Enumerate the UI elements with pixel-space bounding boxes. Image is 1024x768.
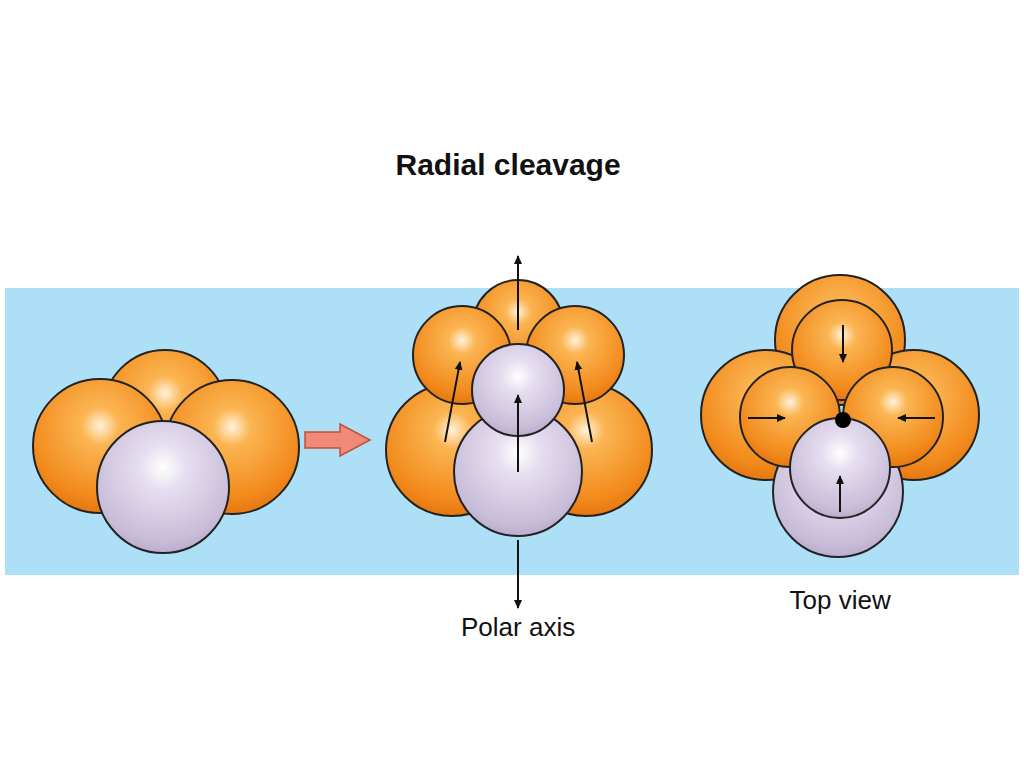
blastomere (790, 418, 890, 518)
blastomere (97, 421, 229, 553)
division-arrow (577, 362, 592, 442)
transition-arrow (305, 424, 370, 456)
four-cell-embryo (33, 350, 299, 553)
diagram-title: Radial cleavage (396, 148, 621, 182)
axis-arrows (445, 256, 592, 608)
inward-arrow (898, 417, 935, 419)
polar-axis-dot (835, 412, 851, 428)
inward-arrow (748, 417, 785, 419)
inward-arrow (839, 476, 841, 512)
division-arrow (517, 395, 519, 472)
division-arrow (445, 362, 460, 442)
polar-axis-arrow (517, 256, 519, 330)
figure-label: Top view (790, 585, 891, 616)
top-view-embryo (701, 275, 979, 557)
polar-axis-arrow (517, 540, 519, 608)
inward-arrow (842, 325, 844, 362)
top-view-arrows (748, 325, 935, 512)
figure-label: Polar axis (461, 612, 575, 643)
